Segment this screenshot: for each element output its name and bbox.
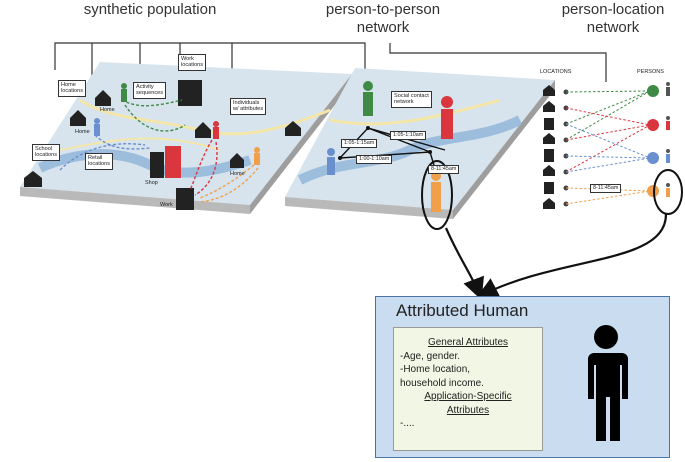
callout-social-contact: Social contact network bbox=[391, 91, 432, 108]
title-person-to-person: person-to-person network bbox=[325, 1, 441, 36]
attribute-item: -.... bbox=[400, 418, 415, 429]
location-nodes bbox=[563, 89, 569, 207]
edge-time-label: 1:05-1:15am bbox=[341, 139, 378, 148]
attributed-human-panel: Attributed Human General Attributes -Age… bbox=[375, 296, 670, 458]
place-label: Home bbox=[75, 129, 90, 135]
human-silhouette-icon bbox=[588, 325, 628, 441]
callout-work-locations: Work locations bbox=[178, 54, 207, 71]
person-nodes bbox=[647, 85, 659, 197]
place-label: Home bbox=[100, 107, 115, 113]
app-attributes-heading: Application-Specific bbox=[424, 391, 512, 402]
callout-school-locations: School locations bbox=[32, 144, 61, 161]
callout-home-locations: Home locations bbox=[58, 80, 87, 97]
bipartite-edges bbox=[565, 90, 651, 205]
title-person-location: person-location network bbox=[561, 1, 665, 36]
highlight-ellipse-left bbox=[421, 160, 453, 230]
attribute-item: -Home location, bbox=[400, 364, 471, 375]
arrow-right bbox=[476, 213, 668, 299]
activity-paths bbox=[59, 99, 259, 203]
general-attributes-heading: General Attributes bbox=[427, 337, 509, 348]
locations-column-label: LOCATIONS bbox=[540, 69, 572, 75]
title-synthetic-population: synthetic population bbox=[83, 1, 217, 18]
edge-time-label: 1:00-1:10am bbox=[356, 155, 393, 164]
panel-title: Attributed Human bbox=[396, 301, 529, 320]
callout-individuals: Individuals w/ attributes bbox=[230, 98, 267, 115]
building-icon bbox=[150, 80, 202, 210]
place-label: Work bbox=[160, 202, 173, 208]
person-icon bbox=[666, 82, 670, 197]
person-icon bbox=[327, 81, 453, 212]
edge-time-label: 8-11:45am bbox=[428, 165, 460, 174]
house-icon bbox=[24, 90, 301, 187]
attribute-item: -Age, gender. bbox=[400, 350, 461, 362]
edge-time-label: 1:05-1:10am bbox=[390, 131, 427, 140]
callout-activity-sequences: Activity sequences bbox=[133, 82, 167, 99]
persons-column-label: PERSONS bbox=[637, 69, 664, 75]
highlight-ellipse-right bbox=[653, 169, 683, 215]
arrow-left bbox=[444, 227, 485, 301]
callout-retail-locations: Retail locations bbox=[85, 153, 114, 170]
place-label: Shop bbox=[145, 180, 158, 186]
attributes-box: General Attributes -Age, gender. -Home l… bbox=[393, 327, 543, 451]
attribute-item: household income. bbox=[400, 377, 484, 389]
bipartite-edge-label: 8-11:45am bbox=[590, 184, 622, 193]
app-attributes-heading: Attributes bbox=[446, 404, 490, 416]
person-icon bbox=[94, 83, 260, 165]
location-icon bbox=[543, 85, 555, 209]
place-label: Home bbox=[230, 171, 245, 177]
